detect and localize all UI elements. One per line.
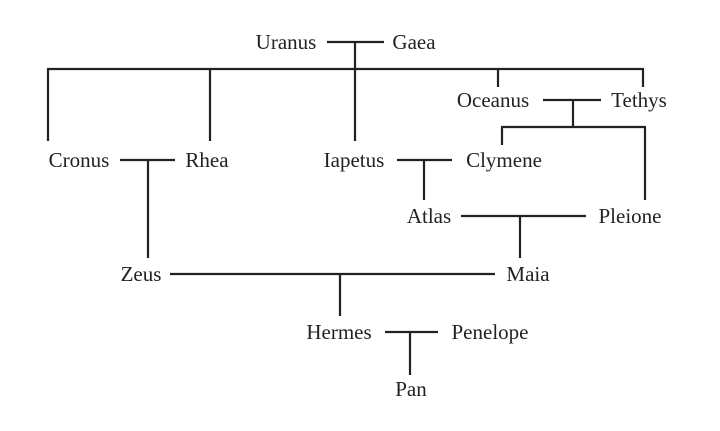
person-tethys: Tethys [611,88,667,112]
person-cronus: Cronus [49,148,110,172]
person-pleione: Pleione [599,204,662,228]
person-maia: Maia [506,262,550,286]
person-oceanus: Oceanus [457,88,529,112]
person-iapetus: Iapetus [324,148,385,172]
connectors [46,40,647,375]
person-hermes: Hermes [306,320,371,344]
person-pan: Pan [395,377,427,401]
person-clymene: Clymene [466,148,542,172]
person-uranus: Uranus [256,30,317,54]
person-gaea: Gaea [392,30,436,54]
person-zeus: Zeus [121,262,162,286]
person-atlas: Atlas [407,204,451,228]
person-penelope: Penelope [452,320,529,344]
person-rhea: Rhea [185,148,229,172]
names: Uranus Gaea Oceanus Tethys Cronus Rhea I… [49,30,667,401]
